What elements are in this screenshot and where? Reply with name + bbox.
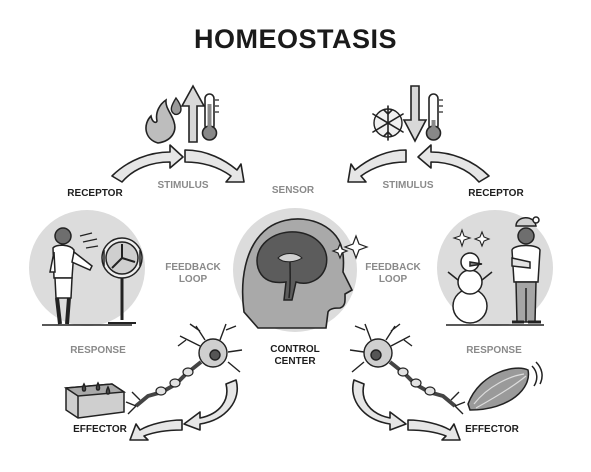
left-response-circle	[29, 210, 145, 326]
center-sensor-circle	[233, 208, 369, 332]
left-receptor-label: RECEPTOR	[67, 188, 123, 199]
arrow-up-icon	[180, 84, 206, 143]
brain-icon	[256, 231, 328, 301]
drop-icon	[170, 96, 182, 116]
fan-icon	[101, 237, 143, 324]
right-effector-label: EFFECTOR	[465, 424, 519, 435]
right-bottom-arrow-a	[351, 379, 407, 431]
frost-sparkle-icons	[452, 228, 491, 248]
breeze-lines	[79, 232, 99, 249]
right-stimulus-arrow-b	[417, 144, 490, 183]
right-feedback-loop-label: FEEDBACK LOOP	[365, 262, 421, 285]
person-hot-figure	[49, 227, 93, 325]
left-stimulus-arrow-a	[111, 144, 184, 183]
left-effector-label: EFFECTOR	[73, 424, 127, 435]
right-receptor-label: RECEPTOR	[468, 188, 524, 199]
right-stimulus-arrow-a	[347, 149, 407, 183]
left-response-label: RESPONSE	[70, 345, 126, 356]
thermometer-cold-icon	[425, 93, 443, 141]
right-stimulus-label: STIMULUS	[382, 180, 434, 191]
arrow-down-icon	[402, 85, 428, 143]
thermometer-hot-icon	[201, 93, 219, 141]
person-cold-figure	[511, 216, 541, 324]
left-bottom-arrow-a	[183, 379, 239, 431]
flame-icon	[145, 98, 176, 144]
left-stimulus-arrow-b	[184, 149, 245, 183]
muscle-icon	[467, 361, 543, 411]
cold-stimulus-icons	[372, 85, 443, 143]
left-bottom-arrow-b	[129, 419, 183, 441]
sensor-label: SENSOR	[271, 185, 315, 196]
left-stimulus-label: STIMULUS	[157, 180, 209, 191]
bottom-arrows	[129, 379, 461, 441]
right-response-circle	[437, 210, 553, 326]
page-title: HOMEOSTASIS	[193, 24, 398, 54]
snowflake-icon	[372, 105, 404, 141]
stimulus-arrows	[111, 144, 490, 183]
right-neuron-icon	[349, 323, 466, 415]
left-feedback-loop-label: FEEDBACK LOOP	[165, 262, 221, 285]
left-neuron-icon	[125, 323, 243, 415]
control-center-label: CONTROL CENTER	[270, 344, 320, 367]
sweat-gland-icon	[63, 381, 127, 419]
heat-stimulus-icons	[145, 84, 219, 144]
right-bottom-arrow-b	[407, 419, 461, 441]
right-response-label: RESPONSE	[466, 345, 522, 356]
sparkle-icons	[331, 234, 369, 260]
snowman-figure	[447, 252, 493, 324]
